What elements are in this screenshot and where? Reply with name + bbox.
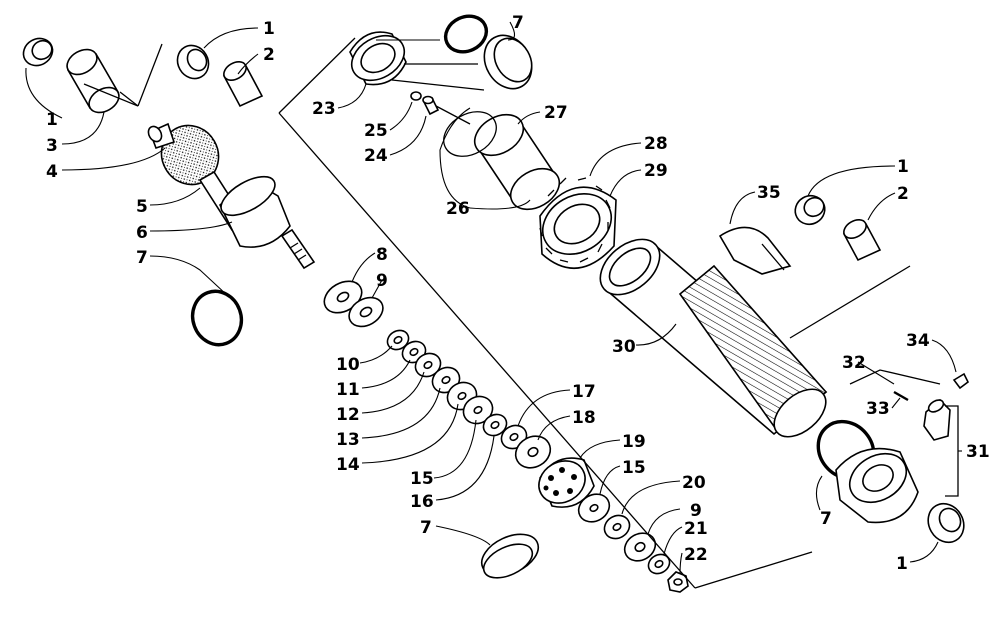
callout-23: 23 [312,99,336,119]
coil-spring-30 [599,238,828,438]
callout-31: 31 [966,442,990,462]
wear-band-7-lower [480,533,540,579]
lock-ring-29 [539,177,611,263]
callout-22: 22 [684,545,708,565]
callout-5: 5 [136,197,148,217]
callout-1: 1 [46,110,58,130]
shim-15-upper [462,395,494,425]
callout-7: 7 [136,248,148,268]
shim-12 [414,352,442,378]
callout-15: 15 [410,469,434,489]
callout-9: 9 [376,271,388,291]
callout-4: 4 [46,162,58,182]
bushing-1-right [794,194,826,226]
callout-3: 3 [46,136,58,156]
callout-1: 1 [897,157,909,177]
o-ring-7-left [190,289,244,347]
callout-13: 13 [336,430,360,450]
callout-35: 35 [757,183,781,203]
spacer-2-upper [222,61,264,108]
callout-17: 17 [572,382,596,402]
bushing-1-upper [176,44,210,80]
shim-20 [603,514,631,540]
shim-10 [386,329,410,351]
callout-21: 21 [684,519,708,539]
callout-9: 9 [690,501,702,521]
valve-24 [422,95,440,116]
spring-retainer-28 [539,186,617,269]
piston-19 [538,457,595,508]
bushing-1-lower [927,502,965,544]
callout-20: 20 [682,473,706,493]
callout-2: 2 [897,184,909,204]
o-ring-33 [893,390,909,402]
callout-7: 7 [512,13,524,33]
damper-body-6 [219,175,316,270]
o-ring-25 [410,91,422,101]
bearing-27 [473,113,561,211]
callout-19: 19 [622,432,646,452]
o-ring-7-top [443,14,489,54]
callout-32: 32 [842,353,866,373]
callout-27: 27 [544,103,568,123]
callout-26: 26 [446,199,470,219]
shaft-eye-4 [147,122,220,186]
callout-18: 18 [572,408,596,428]
callout-7: 7 [820,509,832,529]
callout-14: 14 [336,455,360,475]
callout-7: 7 [420,518,432,538]
spacer-2-right [842,219,882,262]
callout-25: 25 [364,121,388,141]
seal-26 [443,111,497,157]
clip-35 [718,226,792,275]
shim-18 [514,435,552,469]
callout-11: 11 [336,380,360,400]
washer-9 [348,296,384,328]
explosion-lines [83,37,959,589]
callout-24: 24 [364,146,388,166]
callout-6: 6 [136,223,148,243]
callout-34: 34 [906,331,930,351]
cap-34 [952,372,970,390]
washer-9-lower [623,532,657,562]
callout-28: 28 [644,134,668,154]
shim-15-lower [577,493,611,523]
callout-8: 8 [376,245,388,265]
nut-22 [667,571,689,593]
lower-eye-body [835,447,919,524]
wear-band-7-top [483,34,533,90]
callout-29: 29 [644,161,668,181]
callout-12: 12 [336,405,360,425]
bushing-1-upper-left [22,37,54,67]
washer-8 [323,280,363,314]
washer-21 [647,553,671,575]
callout-1: 1 [263,19,275,39]
callout-30: 30 [612,337,636,357]
callout-15: 15 [622,458,646,478]
callout-2: 2 [263,45,275,65]
end-cap-23 [349,31,407,86]
leader-lines [25,21,962,575]
shim-16 [482,413,508,437]
callout-10: 10 [336,355,360,375]
valve-body-31 [923,398,951,441]
callout-1: 1 [896,554,908,574]
callout-16: 16 [410,492,434,512]
callouts: 1 2 1 3 4 5 6 7 8 9 10 11 12 13 14 15 16… [46,13,990,574]
callout-33: 33 [866,399,890,419]
sleeve-3 [66,48,120,114]
